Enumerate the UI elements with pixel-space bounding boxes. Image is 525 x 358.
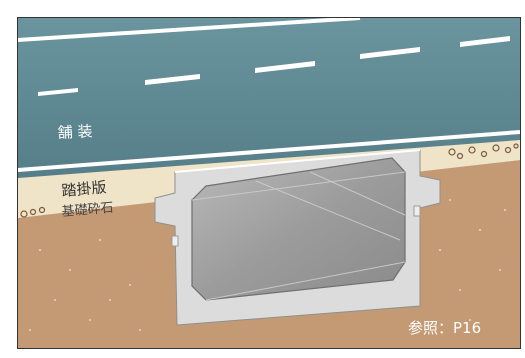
culvert-top-edge	[174, 149, 421, 173]
gravel-left	[20, 206, 46, 218]
road-bottom-edge-line	[17, 130, 521, 172]
base-gravel-label: 基礎砕石	[61, 201, 114, 220]
reference-label: 参照：P16	[408, 319, 481, 337]
soil-speckles	[29, 199, 506, 331]
lane-markings	[38, 36, 510, 96]
culvert-inner-lines	[191, 171, 406, 301]
road-surface	[18, 18, 520, 178]
road-top-edge-line	[17, 16, 361, 42]
culvert-joints	[171, 205, 421, 247]
approach-slab-label: 踏掛版	[61, 178, 107, 200]
gravel-right	[448, 143, 519, 160]
pavement-label: 舗 装	[57, 122, 93, 142]
diagram-frame	[17, 17, 521, 349]
